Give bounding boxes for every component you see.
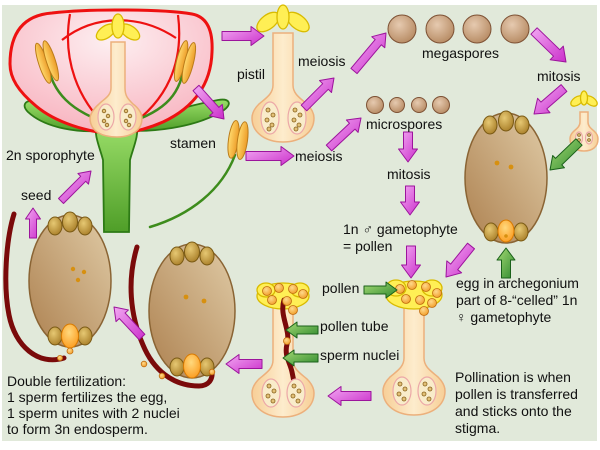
label-stamen: stamen: [170, 135, 216, 151]
flow-arrow-magenta: [325, 117, 362, 152]
pollen-tube-pistil: [251, 282, 315, 418]
flower-ovule-dots: [101, 108, 133, 128]
label-pistil: pistil: [237, 66, 266, 82]
note-double-fertilization: Double fertilization: 1 sperm fertilizes…: [7, 373, 180, 437]
flower-stigma: [95, 13, 141, 41]
label-pollen-tube: pollen tube: [320, 318, 389, 334]
label-meiosis-top: meiosis: [298, 53, 346, 69]
flow-arrow-magenta: [533, 84, 568, 115]
egg-cell: [61, 323, 79, 349]
pointer-arrow-green: [549, 138, 583, 171]
flower-illustration: [8, 8, 230, 233]
flow-arrow-magenta: [530, 27, 567, 63]
egg-cell: [183, 353, 201, 379]
pistil-ovule-chamber: [287, 101, 307, 135]
flower-stem: [94, 123, 139, 233]
flow-arrow-magenta: [400, 185, 420, 216]
label-sperm-nuclei: sperm nuclei: [320, 347, 400, 363]
sperm-nucleus: [57, 354, 64, 361]
sperm-nucleus: [283, 337, 291, 345]
label-male-gametophyte: 1n ♂ gametophyte = pollen: [343, 221, 458, 254]
flow-arrow-magenta: [327, 386, 372, 406]
pistil-stigma: [256, 4, 310, 33]
pointer-arrow-green: [285, 321, 319, 339]
label-megaspores: megaspores: [422, 45, 500, 61]
pistil-ovule-dots: [264, 107, 303, 132]
ovary-ovule-dots: [265, 383, 302, 404]
female-gametophyte-ovule: [464, 110, 548, 244]
flow-arrow-magenta: [300, 77, 335, 112]
flower-anther-right: [173, 40, 197, 84]
label-mitosis-center: mitosis: [387, 166, 431, 182]
flow-arrow-magenta: [58, 170, 92, 204]
megaspores-illustration: [387, 14, 530, 44]
pointer-arrow-green: [282, 349, 319, 367]
flow-arrow-magenta: [192, 84, 225, 120]
flow-arrow-magenta: [221, 26, 265, 46]
flow-arrow-magenta: [245, 146, 295, 166]
label-microspores: microspores: [366, 116, 443, 132]
note-pollination: Pollination is when pollen is transferre…: [455, 369, 578, 436]
label-meiosis-bottom: meiosis: [295, 148, 343, 164]
flow-arrow-magenta: [445, 242, 475, 278]
sperm-nucleus: [208, 368, 216, 376]
stigma-pollen-pistil: [382, 279, 446, 416]
flow-arrow-magenta: [350, 32, 387, 75]
flow-arrow-magenta: [113, 306, 146, 341]
pointer-arrow-green: [363, 281, 398, 299]
label-seed: seed: [21, 187, 52, 203]
pointer-arrow-green: [496, 247, 516, 279]
pollen-grains: [262, 283, 308, 315]
sperm-nucleus: [158, 372, 166, 380]
flow-arrow-magenta: [401, 245, 421, 279]
flower-anther-left: [34, 40, 60, 84]
flow-arrow-magenta: [225, 354, 263, 374]
flow-arrow-magenta: [25, 207, 41, 239]
ovary-ovule-dots: [396, 381, 433, 402]
pollen-grains: [395, 280, 442, 316]
label-2n-sporophyte: 2n sporophyte: [6, 147, 95, 163]
fertilized-ovule-middle: [128, 241, 236, 389]
seed-ovule-left: [3, 211, 112, 363]
pistil-ovule-chamber: [260, 101, 280, 135]
sperm-nucleus: [140, 360, 148, 368]
flow-arrows: [25, 26, 583, 406]
sperm-nucleus: [66, 347, 74, 355]
flow-arrow-magenta: [398, 131, 418, 163]
label-mitosis-right: mitosis: [537, 68, 581, 84]
stamen-illustration: [148, 120, 249, 229]
microspores-illustration: [366, 96, 450, 114]
label-pollen: pollen: [322, 280, 360, 296]
note-egg-archegonium: egg in archegonium part of 8-“celled” 1n…: [456, 275, 579, 325]
egg-cell: [497, 219, 515, 243]
